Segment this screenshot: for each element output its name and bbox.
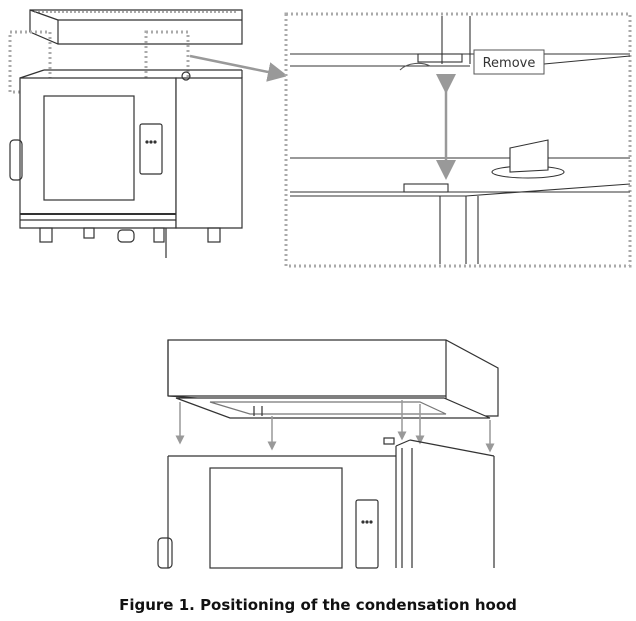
oven-body-lower — [157, 437, 495, 569]
remove-label-box — [473, 49, 545, 75]
highlight-box-right — [144, 30, 190, 100]
oven-body — [9, 69, 243, 258]
control-panel — [139, 123, 163, 175]
door-handle-lower — [157, 537, 173, 569]
control-panel-lower — [355, 499, 379, 569]
oven-door-window — [43, 95, 135, 201]
figure-caption: Figure 1. Positioning of the condensatio… — [119, 596, 517, 614]
hood-placement-view — [157, 339, 499, 569]
vent-knob — [181, 71, 191, 81]
oven-door-window-lower — [209, 467, 343, 569]
condensation-hood — [167, 339, 499, 419]
detail-frame — [284, 12, 632, 268]
door-handle — [9, 139, 23, 181]
detail-callout: Remove — [284, 12, 632, 268]
detail-pointer-arrow — [189, 54, 288, 82]
remove-label: Remove — [483, 56, 536, 71]
alignment-arrows — [175, 400, 495, 453]
oven-with-hood-overview — [8, 9, 288, 258]
hood-top-view — [29, 9, 243, 45]
